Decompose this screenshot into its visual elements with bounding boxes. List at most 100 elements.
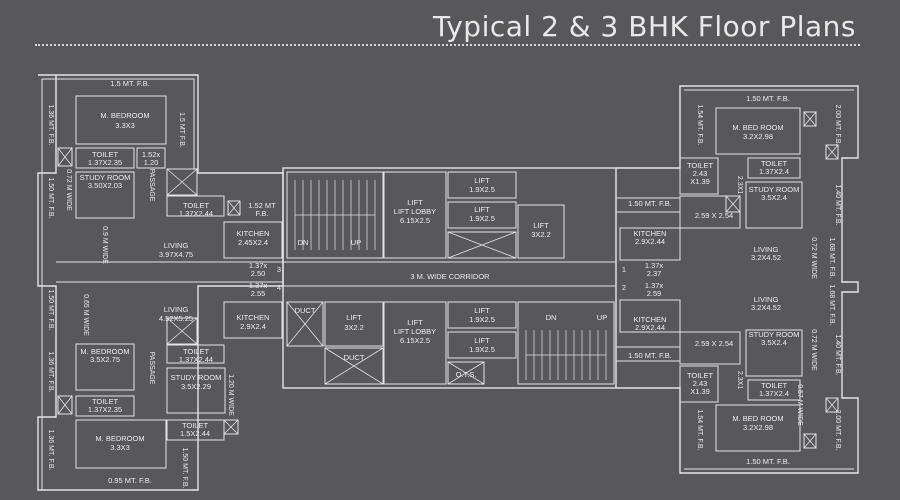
right-mbed-bot: M. BED ROOM <box>732 414 783 423</box>
central-core <box>282 167 617 389</box>
left-toilet-bot-size: 1.37X2.35 <box>88 405 122 414</box>
core-lift-4-size: 3X2.2 <box>344 323 364 332</box>
right-toilet-c: TOILET <box>687 371 714 380</box>
core-dn-bot: DN <box>546 313 557 322</box>
right-fb-150-bot: 1.50 MT. F.B. <box>628 351 672 360</box>
core-num-2: 2 <box>622 283 626 292</box>
core-ots: O.T.S. <box>456 370 477 379</box>
core-lobby-top-b: LIFT LOBBY <box>394 207 436 216</box>
right-wing <box>615 85 859 474</box>
right-v1: 1.54 MT. F.B. <box>696 105 703 146</box>
right-toilet-c-2: X1.39 <box>690 387 710 396</box>
left-toilet-top: TOILET <box>92 150 119 159</box>
core-dn-top: DN <box>298 238 309 247</box>
right-living-top: LIVING <box>754 245 779 254</box>
left-passage-top: PASSAGE <box>148 169 155 202</box>
right-toilet-d-size: 1.37X2.4 <box>759 389 789 398</box>
left-mbed-mid: M. BEDROOM <box>80 347 129 356</box>
left-fb-vert-4: 1.36 MT. F.B. <box>47 352 54 393</box>
right-study-top-size: 3.5X2.4 <box>761 193 787 202</box>
right-kitchen-bot: KITCHEN <box>634 315 667 324</box>
left-living-bot-size: 4.52X5.25 <box>159 314 193 323</box>
right-w072-top: 0.72 M WIDE <box>810 237 817 279</box>
left-dim-250: 2.50 <box>251 269 266 278</box>
right-toilet-c-1: 2.43 <box>693 379 708 388</box>
left-toilet-top-size: 1.37X2.35 <box>88 158 122 167</box>
left-fb-vert-5: 1.36 MT. F.B. <box>47 430 54 471</box>
core-lift-6: LIFT <box>474 336 490 345</box>
right-fb-150-top: 1.50 MT. F.B. <box>628 199 672 208</box>
right-v2: 2.00 MT. F.B. <box>834 105 841 146</box>
left-toilet-bot2-size: 1.5X2.44 <box>180 429 210 438</box>
left-study-bot-size: 3.5X2.29 <box>181 382 211 391</box>
left-mbed-top: M. BEDROOM <box>100 111 149 120</box>
left-kitchen-bot-size: 2.9X2.4 <box>240 322 266 331</box>
title-dotted-rule <box>35 44 860 46</box>
core-lift-4: LIFT <box>346 313 362 322</box>
left-mbed-bot-size: 3.3X3 <box>110 443 130 452</box>
core-lift-5: LIFT <box>474 306 490 315</box>
left-mbed-top-size: 3.3X3 <box>115 121 135 130</box>
core-lobby-top-size: 6.15X2.5 <box>400 216 430 225</box>
left-fb-152-unit: F.B. <box>256 209 269 218</box>
right-dim-237: 2.37 <box>647 269 662 278</box>
core-up-top: UP <box>351 238 361 247</box>
left-toilet-bot2: TOILET <box>182 421 209 430</box>
right-v1-bot: 1.54 MT. F.B. <box>696 410 703 451</box>
core-lift-1: LIFT <box>474 176 490 185</box>
right-passage-bot: 2.59 X 2.54 <box>695 339 733 348</box>
left-wing <box>37 74 284 491</box>
right-fb-bot: 1.50 MT. F.B. <box>746 457 790 466</box>
plan-title: Typical 2 & 3 BHK Floor Plans <box>432 10 856 43</box>
core-num-3: 3 <box>277 265 281 274</box>
right-mbed-top: M. BED ROOM <box>732 123 783 132</box>
right-living-bot: LIVING <box>754 295 779 304</box>
right-living-top-size: 3.2X4.52 <box>751 253 781 262</box>
right-dim-259: 2.59 <box>647 289 662 298</box>
right-kitchen-bot-size: 2.9X2.44 <box>635 323 665 332</box>
right-toilet-b: TOILET <box>761 159 788 168</box>
right-v2-bot: 2.00 MT. F.B. <box>834 410 841 451</box>
right-toilet-a-2: X1.39 <box>690 177 710 186</box>
left-toilet-mid-size: 1.37X2.44 <box>179 209 213 218</box>
left-fb-vert-2: 1.50 MT. F.B. <box>47 178 54 219</box>
left-wide-120: 1.20 M WIDE <box>227 374 234 416</box>
core-lobby-bot-b: LIFT LOBBY <box>394 327 436 336</box>
right-v4-bot: 1.68 MT. F.B. <box>828 285 835 326</box>
left-wide-065: 0.65 M WIDE <box>82 294 89 336</box>
core-lift-5-size: 1.9X2.5 <box>469 315 495 324</box>
right-v3: 1.40 MT. F.B. <box>834 185 841 226</box>
left-toilet-bot: TOILET <box>92 397 119 406</box>
left-fb-bot: 0.95 MT. F.B. <box>108 476 152 485</box>
right-study-top: STUDY ROOM <box>749 185 800 194</box>
left-dim-137-bot: 1.37x <box>249 281 268 290</box>
right-w057: 0.57 M WIDE <box>796 384 803 426</box>
left-toilet-mid: TOILET <box>183 201 210 210</box>
right-toilet-a: TOILET <box>687 161 714 170</box>
right-mbed-bot-size: 3.2X2.98 <box>743 423 773 432</box>
left-fb-vert-3: 1.50 MT. F.B. <box>47 290 54 331</box>
core-num-4: 4 <box>277 283 281 292</box>
core-lift-1-size: 1.9X2.5 <box>469 185 495 194</box>
left-wide-072: 0.72 M WIDE <box>65 169 72 211</box>
left-kitchen-top-size: 2.45X2.4 <box>238 238 268 247</box>
right-v3-bot: 1.40 MT. F.B. <box>834 335 841 376</box>
right-kitchen-top-size: 2.9X2.44 <box>635 237 665 246</box>
left-fb-vert-1: 1.36 MT. F.B. <box>47 105 54 146</box>
core-lift-2: LIFT <box>474 205 490 214</box>
left-dim-137-top: 1.37x <box>249 261 268 270</box>
left-kitchen-top: KITCHEN <box>237 229 270 238</box>
left-fb-vert-7: 1.50 MT. F.B. <box>181 448 188 489</box>
left-kitchen-bot: KITCHEN <box>237 313 270 322</box>
core-up-bot: UP <box>597 313 607 322</box>
core-lobby-top: LIFT <box>407 198 423 207</box>
right-fb-top: 1.50 MT. F.B. <box>746 94 790 103</box>
right-living-bot-size: 3.2X4.52 <box>751 303 781 312</box>
left-wc-b: 1.20 <box>144 158 159 167</box>
core-duct-1: DUCT <box>295 306 316 315</box>
left-passage-bot: PASSAGE <box>148 352 155 385</box>
right-study-bot: STUDY ROOM <box>749 330 800 339</box>
right-toilet-d: TOILET <box>761 381 788 390</box>
right-dim-137: 1.37x <box>645 261 664 270</box>
